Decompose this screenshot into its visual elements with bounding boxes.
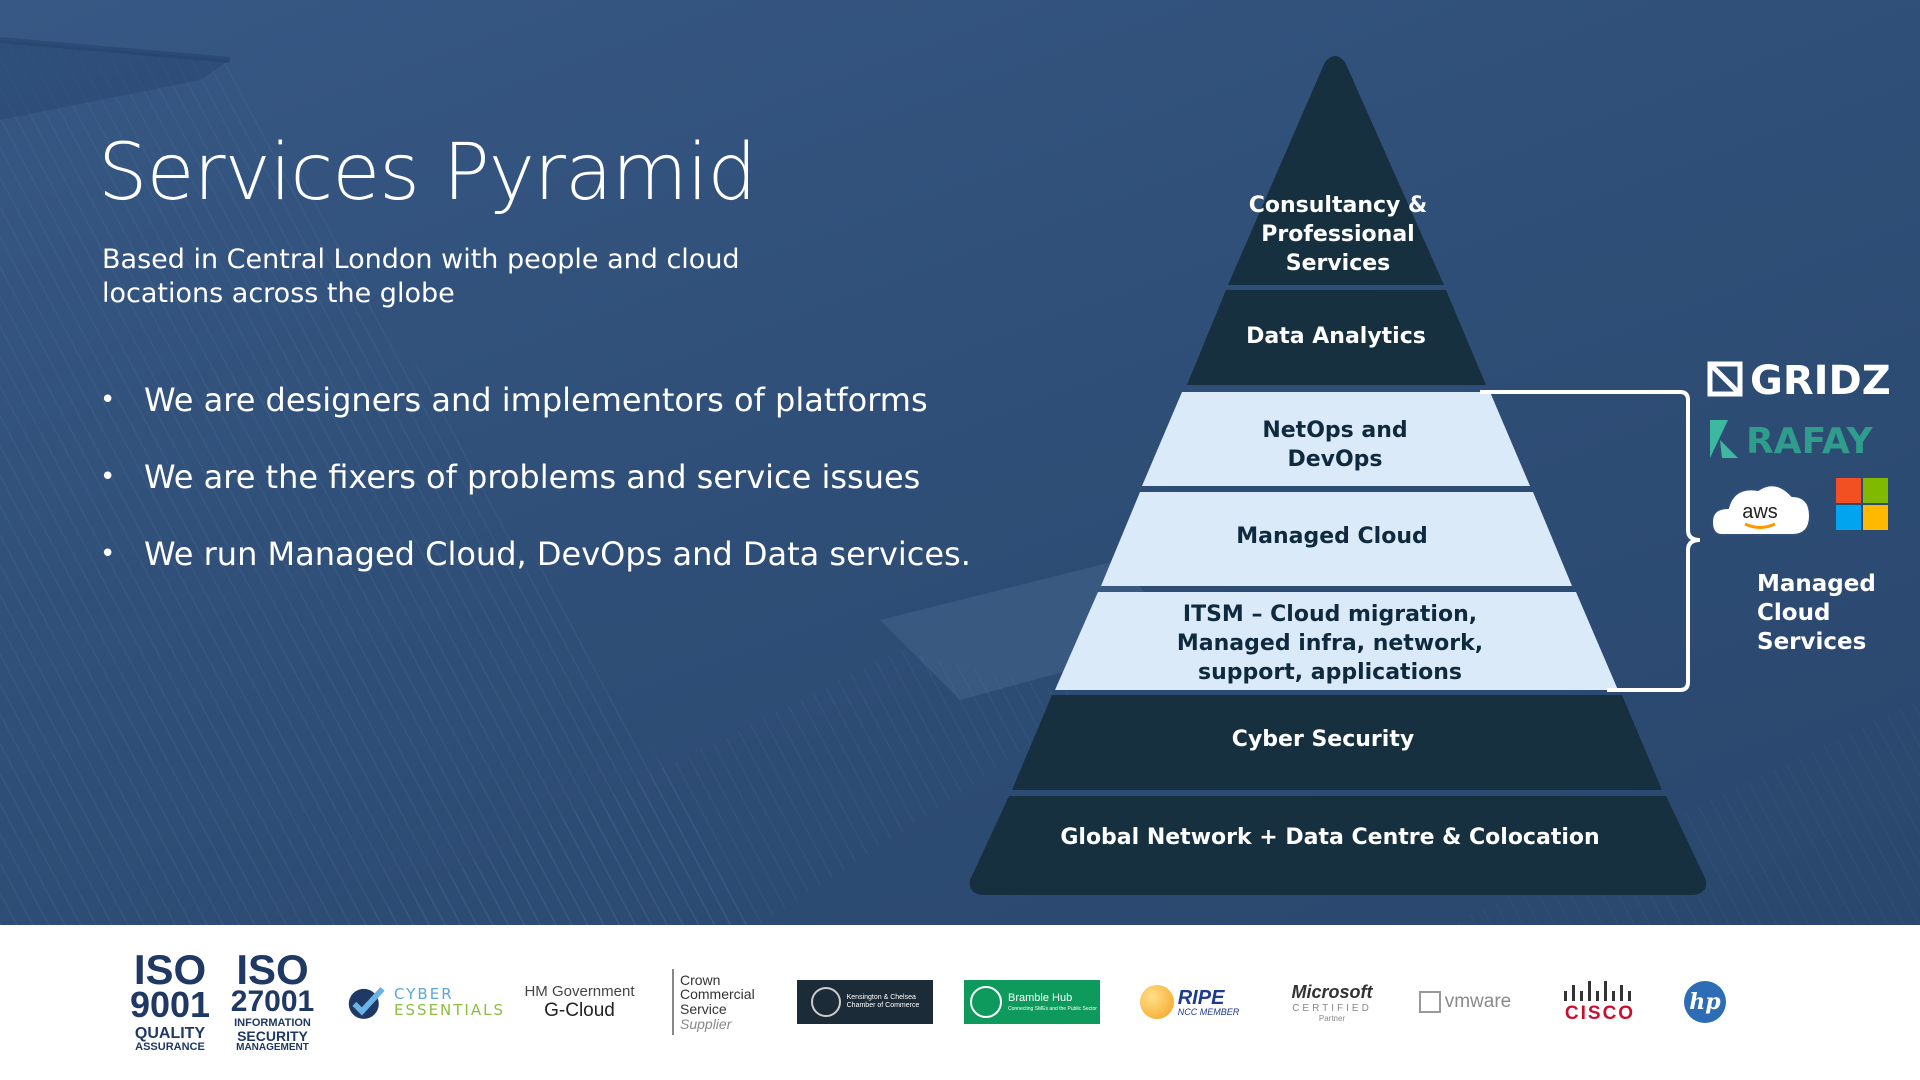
globe-icon — [1139, 985, 1174, 1019]
bullet-item: •We are the fixers of problems and servi… — [100, 458, 921, 496]
hp-logo: hp — [1680, 947, 1730, 1057]
accreditation-logo-bar: ISO 9001 QUALITY ASSURANCE ISO 27001 INF… — [0, 925, 1920, 1080]
bullet-item: •We are designers and implementors of pl… — [100, 381, 928, 419]
cyber-essentials-logo: CYBER ESSENTIALS — [345, 947, 505, 1057]
microsoft-certified-partner-logo: Microsoft CERTIFIED Partner — [1291, 981, 1373, 1023]
kensington-chelsea-chamber-logo: Kensington & Chelsea Chamber of Commerce — [797, 980, 933, 1024]
cisco-bars-icon — [1564, 981, 1631, 1001]
bullet-list: •We are designers and implementors of pl… — [96, 380, 971, 611]
pyramid-layer-global-network — [969, 796, 1707, 895]
crown-commercial-service-logo: Crown Commercial Service Supplier — [672, 969, 770, 1035]
rafay-logo: RAFAY — [1710, 420, 1873, 462]
pyramid-label-data-analytics: Data Analytics — [1246, 324, 1426, 349]
hub-icon — [970, 986, 1002, 1018]
crest-icon — [810, 987, 841, 1017]
pyramid-layer-consultancy — [1228, 56, 1444, 285]
pyramid-layer-itsm — [1055, 592, 1618, 690]
cisco-logo: CISCO — [1555, 947, 1645, 1057]
iso-9001-logo: ISO 9001 QUALITY ASSURANCE — [129, 946, 211, 1053]
pyramid-label-managed-cloud: Managed Cloud — [1236, 524, 1428, 549]
pyramid-label-itsm: ITSM – Cloud migration,Managed infra, ne… — [1177, 602, 1483, 685]
slide-background: Services Pyramid Based in Central London… — [0, 0, 1920, 925]
iso-27001-logo: ISO 27001 INFORMATION SECURITY MANAGEMEN… — [230, 945, 315, 1054]
svg-text:RAFAY: RAFAY — [1746, 421, 1873, 462]
bullet-dot-icon: • — [100, 462, 116, 492]
ripe-ncc-logo: RIPE NCC MEMBER — [1132, 947, 1247, 1057]
svg-text:GRIDZ: GRIDZ — [1750, 358, 1891, 404]
pyramid-layer-managed-cloud — [1101, 492, 1572, 586]
bullet-item: •We run Managed Cloud, DevOps and Data s… — [100, 535, 971, 573]
managed-services-bracket — [1480, 390, 1701, 692]
pyramid-label-global-network: Global Network + Data Centre & Colocatio… — [1060, 825, 1599, 850]
aws-logo: aws — [1710, 484, 1812, 536]
page-title: Services Pyramid — [98, 128, 757, 218]
pyramid-label-cyber-security: Cyber Security — [1232, 727, 1414, 752]
pyramid-layer-netops — [1142, 392, 1530, 486]
svg-text:aws: aws — [1742, 501, 1778, 523]
bramble-hub-logo: Bramble Hub Connecting SMEs and the Publ… — [964, 980, 1100, 1024]
pyramid-layer-cyber-security — [1012, 695, 1662, 790]
bullet-dot-icon: • — [100, 539, 116, 569]
bullet-dot-icon: • — [100, 385, 116, 415]
microsoft-windows-logo — [1836, 478, 1888, 530]
pyramid-layer-data-analytics — [1187, 290, 1486, 385]
checkmark-icon — [348, 986, 385, 1019]
vmware-logo: vmware — [1415, 947, 1515, 1057]
page-subtitle: Based in Central London with people and … — [102, 244, 740, 309]
g-cloud-logo: HM Government G-Cloud — [524, 982, 635, 1021]
managed-cloud-services-label: Managed Cloud Services — [1757, 571, 1876, 655]
vmware-box-icon — [1418, 991, 1441, 1013]
gridz-logo: GRIDZ — [1707, 358, 1891, 404]
